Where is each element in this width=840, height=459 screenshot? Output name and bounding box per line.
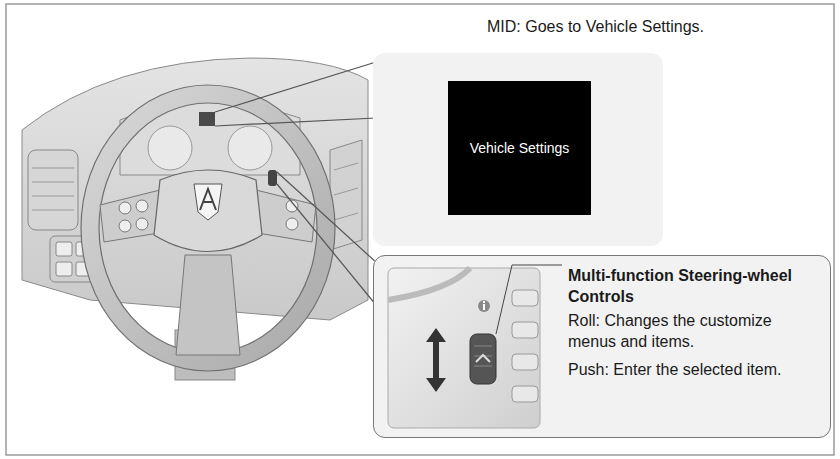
illustration-line bbox=[334, 188, 358, 195]
screen-text: Vehicle Settings bbox=[470, 140, 570, 156]
callout-box: Multi-function Steering-wheel ControlsRo… bbox=[373, 255, 831, 438]
illustration-line bbox=[32, 168, 74, 169]
illustration-rect bbox=[483, 301, 485, 303]
illustration-path bbox=[154, 170, 262, 252]
illustration-circle bbox=[119, 220, 131, 232]
illustration-rect bbox=[373, 255, 831, 438]
illustration-rect bbox=[199, 112, 215, 126]
illustration-path bbox=[200, 189, 216, 210]
illustration-circle bbox=[136, 218, 148, 230]
illustration-path bbox=[194, 184, 222, 220]
illustration-line bbox=[277, 184, 376, 305]
illustration-rect bbox=[56, 262, 72, 276]
illustration-path bbox=[176, 255, 240, 355]
title: MID: Goes to Vehicle Settings. bbox=[487, 18, 704, 36]
illustration-rect bbox=[268, 170, 277, 186]
illustration-circle bbox=[136, 200, 148, 212]
illustration-circle bbox=[228, 126, 272, 170]
illustration-circle bbox=[286, 218, 298, 230]
illustration-line bbox=[32, 182, 74, 183]
illustration-line bbox=[512, 265, 562, 266]
illustration-line bbox=[277, 172, 378, 264]
illustration-line bbox=[334, 213, 358, 220]
illustration-line bbox=[474, 366, 492, 367]
illustration-line bbox=[215, 62, 376, 112]
illustration-line bbox=[496, 265, 512, 334]
illustration-ellipse bbox=[90, 94, 326, 362]
illustration-line bbox=[215, 118, 376, 126]
illustration-line bbox=[32, 210, 74, 211]
illustration-rect bbox=[512, 386, 538, 402]
illustration-circle bbox=[478, 300, 490, 312]
illustration-rect bbox=[373, 53, 663, 246]
illustration-rect bbox=[512, 322, 538, 338]
illustration-circle bbox=[119, 202, 131, 214]
illustration-rect bbox=[483, 304, 485, 310]
illustration-rect bbox=[512, 354, 538, 370]
illustration-path bbox=[426, 328, 446, 392]
illustration-rect bbox=[512, 290, 538, 306]
control-description: Roll: Changes the customize menus and it… bbox=[568, 310, 800, 352]
control-description: Push: Enter the selected item. bbox=[568, 359, 800, 380]
illustration-rect bbox=[56, 242, 72, 256]
illustration-ellipse bbox=[81, 85, 335, 371]
illustration-path bbox=[476, 355, 490, 362]
illustration-rect bbox=[6, 4, 834, 455]
control-heading: Multi-function Steering-wheel Controls bbox=[568, 265, 800, 307]
illustration-circle bbox=[148, 126, 192, 170]
illustration-line bbox=[32, 196, 74, 197]
display-screen: Vehicle Settings bbox=[448, 81, 591, 215]
illustration-rect bbox=[470, 334, 496, 384]
illustration-line bbox=[334, 163, 358, 170]
illustration-rect bbox=[388, 268, 540, 428]
illustration-path bbox=[388, 268, 470, 300]
illustration-rect bbox=[28, 150, 78, 230]
illustration-line bbox=[474, 346, 492, 347]
